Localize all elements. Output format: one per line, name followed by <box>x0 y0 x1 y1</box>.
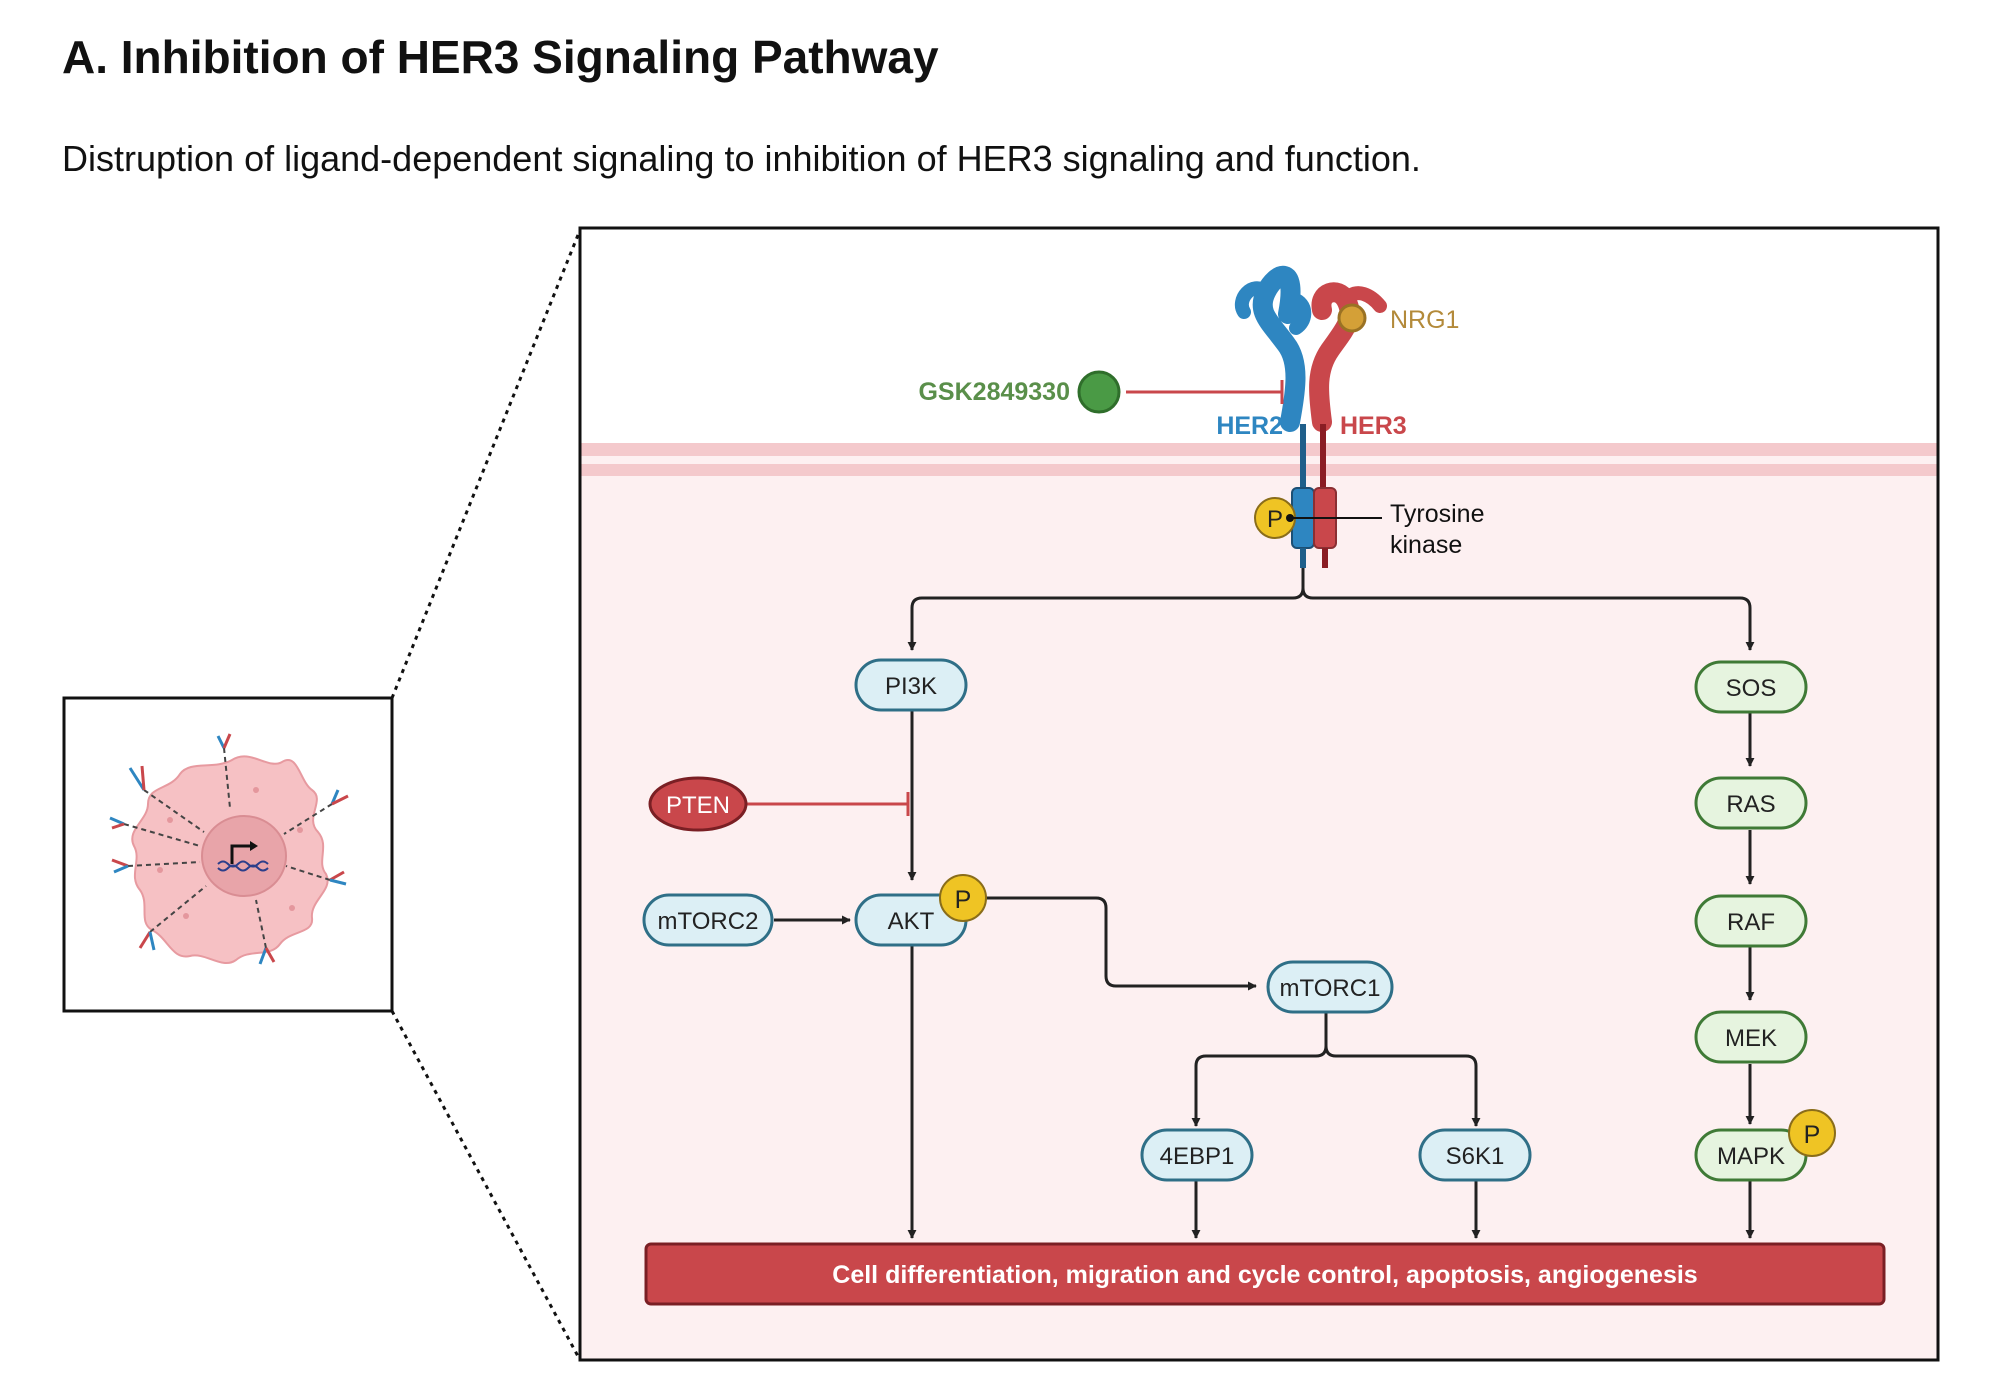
pathway-panel-frame <box>578 226 1940 1362</box>
node-mtorc1: mTORC1 <box>1266 960 1394 1014</box>
node-pi3k: PI3K <box>854 658 968 712</box>
raf-label: RAF <box>1727 909 1775 936</box>
drug-label: GSK2849330 <box>918 378 1070 406</box>
mek-label: MEK <box>1725 1025 1777 1052</box>
akt-phospho-badge: P <box>939 874 987 922</box>
zoom-line-bottom <box>390 1010 582 1361</box>
nrg1-ligand <box>1337 303 1367 333</box>
outcome-bar: Cell differentiation, migration and cycl… <box>644 1242 1886 1306</box>
pathway-connectors <box>774 568 1755 1239</box>
ras-label: RAS <box>1726 791 1775 818</box>
her2-label: HER2 <box>1216 412 1283 440</box>
transcription-arrow-icon <box>230 844 252 864</box>
cell-membrane-inner <box>580 464 1938 476</box>
mapk-label: MAPK <box>1717 1143 1785 1170</box>
mtorc1-label: mTORC1 <box>1280 975 1381 1002</box>
arrow-akt-to-mtorc1 <box>985 896 1257 991</box>
node-mek: MEK <box>1694 1010 1808 1064</box>
akt-phospho-label: P <box>955 886 972 914</box>
akt-label: AKT <box>888 908 935 935</box>
gsk2849330-molecule <box>1077 370 1121 414</box>
kinase-label-line1: Tyrosine <box>1390 500 1484 528</box>
node-ras: RAS <box>1694 776 1808 830</box>
4ebp1-label: 4EBP1 <box>1160 1143 1235 1170</box>
outcome-label: Cell differentiation, migration and cycl… <box>832 1261 1697 1289</box>
zoom-line-top <box>390 229 582 699</box>
figure-subtitle: Distruption of ligand-dependent signalin… <box>62 138 1421 179</box>
node-s6k1: S6K1 <box>1418 1128 1532 1182</box>
kinase-label-line2: kinase <box>1390 531 1462 559</box>
node-pten: PTEN <box>648 776 748 832</box>
node-4ebp1: 4EBP1 <box>1140 1128 1254 1182</box>
signal-arrows <box>123 747 333 949</box>
cell-overview <box>62 696 394 1013</box>
cell-nucleus <box>201 815 287 897</box>
sos-label: SOS <box>1726 675 1777 702</box>
mtorc2-label: mTORC2 <box>658 908 759 935</box>
pten-label: PTEN <box>666 792 730 819</box>
node-sos: SOS <box>1694 660 1808 714</box>
s6k1-label: S6K1 <box>1446 1143 1505 1170</box>
receptor-icons <box>109 733 349 965</box>
node-mtorc2: mTORC2 <box>642 893 774 947</box>
arrow-mtorc1-to-s6k1 <box>1324 1045 1481 1127</box>
pi3k-label: PI3K <box>885 673 937 700</box>
cell-membrane <box>580 443 1938 456</box>
mapk-phospho-badge: P <box>1788 1109 1836 1157</box>
nrg1-label: NRG1 <box>1390 306 1459 334</box>
dna-icon <box>217 860 269 868</box>
node-raf: RAF <box>1694 894 1808 948</box>
arrow-receptor-to-sos <box>1301 587 1755 651</box>
node-mapk: MAPK <box>1694 1128 1808 1182</box>
receptor-phospho-label: P <box>1267 506 1283 533</box>
figure-title: A. Inhibition of HER3 Signaling Pathway <box>62 31 939 83</box>
her3-label: HER3 <box>1340 412 1407 440</box>
mapk-phospho-label: P <box>1804 1121 1821 1149</box>
